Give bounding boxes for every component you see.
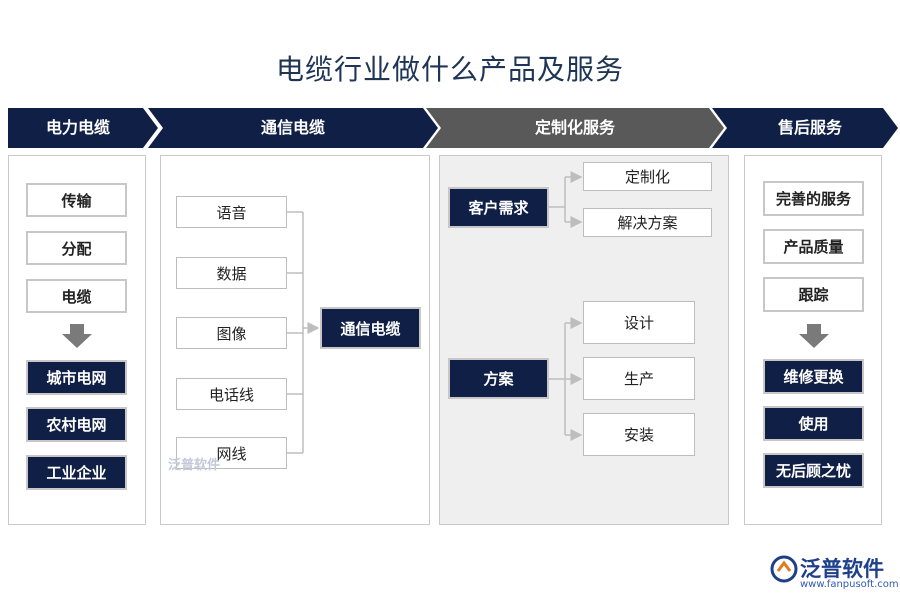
- banner-label: 通信电缆: [260, 118, 325, 137]
- banner-label: 售后服务: [777, 118, 842, 137]
- banner-power-cable: 电力电缆: [8, 108, 158, 148]
- custom-target-installation: 安装: [583, 413, 695, 456]
- after-item-tracking: 跟踪: [763, 277, 864, 312]
- power-item-rural-grid: 农村电网: [26, 407, 127, 442]
- power-item-distribution: 分配: [26, 231, 127, 265]
- after-item-repair-replace: 维修更换: [763, 359, 864, 394]
- custom-target-customization: 定制化: [583, 162, 712, 191]
- comm-input-voice: 语音: [176, 196, 287, 228]
- custom-source-demand: 客户需求: [448, 187, 549, 228]
- banner-custom-service: 定制化服务: [426, 108, 724, 148]
- comm-input-image: 图像: [176, 317, 287, 349]
- power-item-transmission: 传输: [26, 183, 127, 217]
- comm-input-phone-line: 电话线: [176, 378, 287, 410]
- custom-target-production: 生产: [583, 357, 695, 400]
- brand-logo: 泛普软件 www.fanpusoft.com: [770, 553, 899, 593]
- comm-input-network-cable: 网线: [176, 437, 287, 469]
- after-item-complete-service: 完善的服务: [763, 181, 864, 216]
- banner-comm-cable: 通信电缆: [148, 108, 438, 148]
- logo-name: 泛普软件: [800, 557, 884, 581]
- comm-output-cable: 通信电缆: [320, 307, 421, 349]
- custom-target-design: 设计: [583, 301, 695, 344]
- power-item-urban-grid: 城市电网: [26, 360, 127, 395]
- after-item-no-worries: 无后顾之忧: [763, 453, 864, 488]
- logo-icon: [770, 555, 798, 583]
- banner-label: 定制化服务: [534, 118, 615, 137]
- power-item-cable: 电缆: [26, 279, 127, 313]
- watermark: 泛普软件: [168, 458, 221, 473]
- power-item-industrial: 工业企业: [26, 455, 127, 490]
- down-arrow-icon: [62, 324, 92, 348]
- after-item-product-quality: 产品质量: [763, 229, 864, 264]
- custom-source-plan: 方案: [448, 358, 549, 399]
- after-item-usage: 使用: [763, 406, 864, 441]
- banner-label: 电力电缆: [45, 118, 110, 137]
- custom-target-solution: 解决方案: [583, 208, 712, 237]
- down-arrow-icon: [799, 324, 829, 348]
- logo-url: www.fanpusoft.com: [800, 579, 899, 590]
- page-title: 电缆行业做什么产品及服务: [275, 53, 624, 86]
- comm-input-data: 数据: [176, 257, 287, 289]
- banner-after-sales: 售后服务: [712, 108, 898, 148]
